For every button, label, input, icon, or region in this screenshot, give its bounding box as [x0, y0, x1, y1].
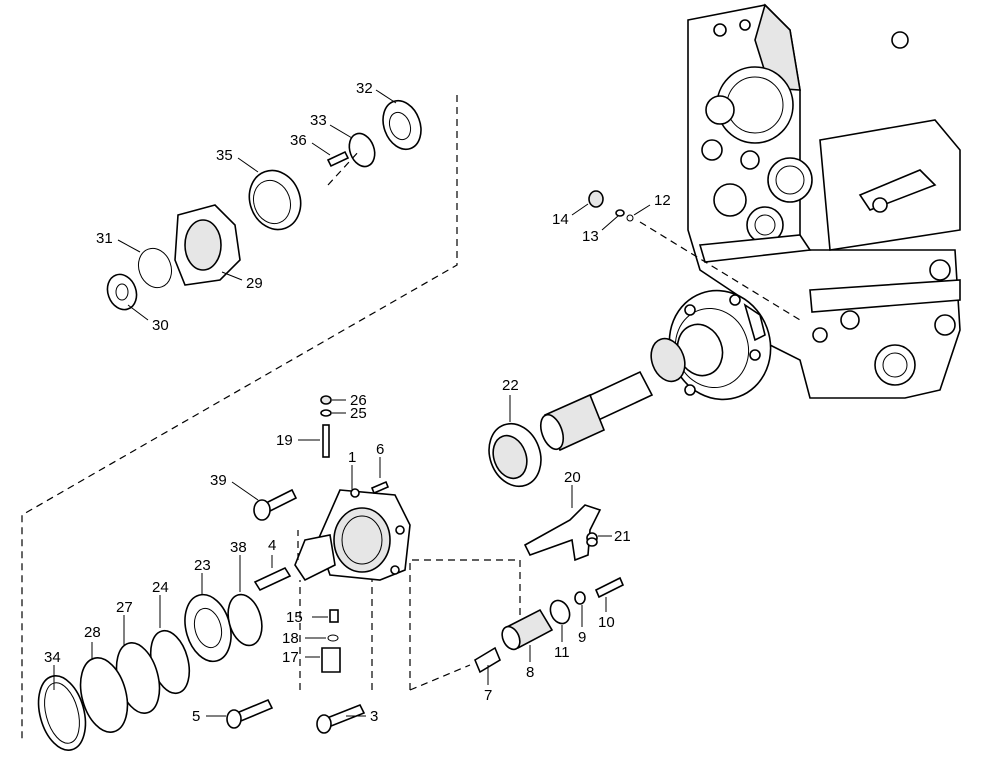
piston-housing: [294, 488, 411, 582]
callout-19: 19: [276, 432, 293, 449]
callout-34: 34: [44, 649, 61, 666]
callout-5: 5: [192, 708, 200, 725]
callout-38: 38: [230, 539, 247, 556]
callout-8: 8: [526, 664, 534, 681]
callout-36: 36: [290, 132, 307, 149]
clutch-hub: [174, 204, 241, 286]
assembly-guides: [21, 95, 801, 740]
callout-25: 25: [350, 405, 367, 422]
callout-30: 30: [152, 317, 169, 334]
callout-31: 31: [96, 230, 113, 247]
hex-bolt: [253, 488, 298, 521]
callout-26: 26: [350, 392, 367, 409]
thrust-plate: [348, 132, 376, 168]
callout-6: 6: [376, 441, 384, 458]
callout-1: 1: [348, 449, 356, 466]
callout-9: 9: [578, 629, 586, 646]
sliding-sleeve: [488, 422, 542, 488]
planet-carrier: [650, 289, 772, 401]
washer: [106, 273, 138, 311]
bearing-ring: [248, 169, 302, 231]
callout-33: 33: [310, 112, 327, 129]
callout-20: 20: [564, 469, 581, 486]
callout-24: 24: [152, 579, 169, 596]
pin: [322, 424, 330, 458]
spur-gear: [382, 99, 422, 151]
callout-39: 39: [210, 472, 227, 489]
callout-28: 28: [84, 624, 101, 641]
callout-13: 13: [582, 228, 599, 245]
callout-32: 32: [356, 80, 373, 97]
callout-7: 7: [484, 687, 492, 704]
hex-screw-small: [326, 150, 350, 168]
callout-27: 27: [116, 599, 133, 616]
output-shaft: [539, 370, 654, 452]
callout-12: 12: [654, 192, 671, 209]
callout-23: 23: [194, 557, 211, 574]
callout-21: 21: [614, 528, 631, 545]
callout-17: 17: [282, 649, 299, 666]
callout-10: 10: [598, 614, 615, 631]
callout-11: 11: [554, 644, 570, 661]
callout-22: 22: [502, 377, 519, 394]
callout-4: 4: [268, 537, 276, 554]
callout-3: 3: [370, 708, 378, 725]
callout-labels: 1 3 4 5 6 7 8 9 10 11 12 13 14 15 17 18: [44, 80, 671, 725]
callout-14: 14: [552, 211, 569, 228]
callout-29: 29: [246, 275, 263, 292]
gearbox-housing: [687, 3, 961, 399]
callout-18: 18: [282, 630, 299, 647]
shift-fork: [523, 504, 602, 562]
callout-15: 15: [286, 609, 303, 626]
o-ring-large: [137, 247, 173, 289]
callout-35: 35: [216, 147, 233, 164]
